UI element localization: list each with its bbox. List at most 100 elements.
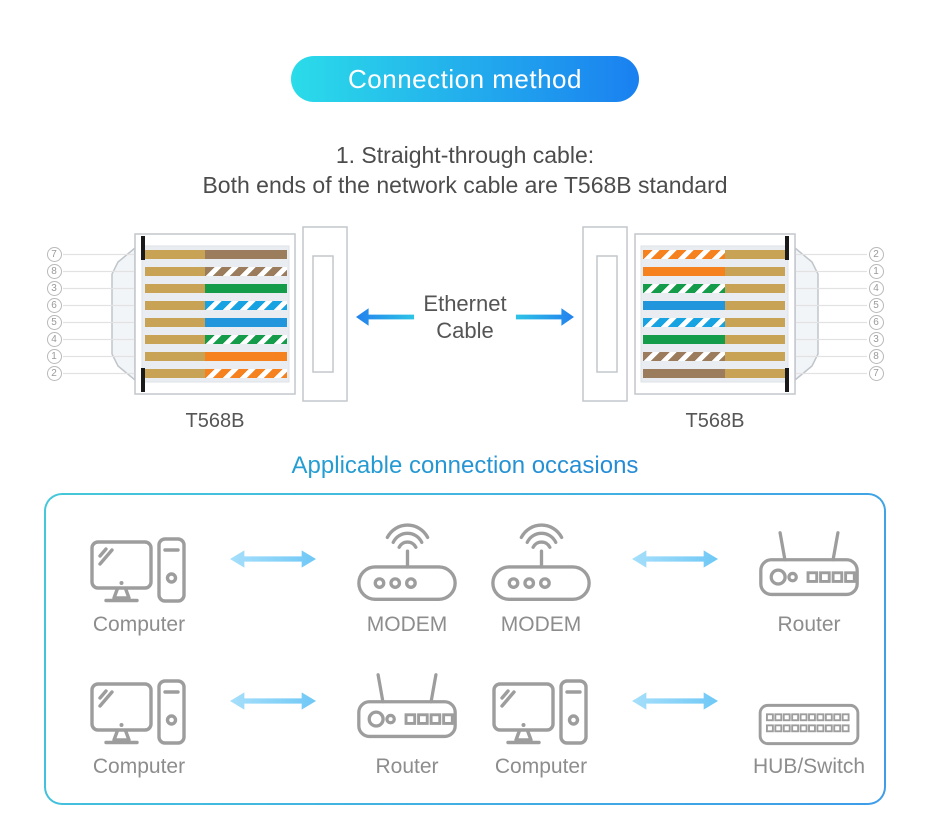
pin-number: 8 — [868, 349, 884, 364]
gold-contact — [145, 250, 205, 259]
modem-icon — [352, 517, 462, 605]
double-arrow-icon — [230, 689, 316, 713]
pin-number: 3 — [868, 332, 884, 347]
wire-orange — [643, 267, 785, 276]
standard-label: T568B — [685, 410, 745, 432]
wire-white-green — [643, 284, 785, 293]
wire-green — [643, 335, 785, 344]
subtitle-line-2: Both ends of the network cable are T568B… — [202, 172, 728, 198]
cable-label: Ethernet Cable — [423, 290, 506, 344]
device-label: MODEM — [500, 613, 582, 636]
router-icon — [756, 528, 862, 605]
gold-contact — [725, 284, 785, 293]
subtitle-line-1: 1. Straight-through cable: — [335, 142, 595, 168]
pin-number: 2 — [46, 366, 62, 381]
wire-insulation — [643, 335, 725, 344]
device-router: Router — [340, 659, 474, 779]
gold-contact — [145, 369, 205, 378]
wire-white-brown — [145, 267, 287, 276]
wire-orange — [145, 352, 287, 361]
wire-insulation — [643, 250, 725, 259]
gold-contact — [725, 352, 785, 361]
subtitle: 1. Straight-through cable: Both ends of … — [0, 140, 930, 200]
wire-insulation — [205, 284, 287, 293]
device-modem: MODEM — [474, 517, 608, 637]
wire-white-orange — [643, 250, 785, 259]
wire-white-blue — [643, 318, 785, 327]
pin-number: 5 — [868, 298, 884, 313]
wire-insulation — [205, 369, 287, 378]
gold-contact — [145, 284, 205, 293]
pair-computer-router: Computer Router — [72, 659, 474, 779]
gold-contact — [145, 318, 205, 327]
wire-insulation — [643, 369, 725, 378]
pin-number: 6 — [46, 298, 62, 313]
wire-insulation — [205, 267, 287, 276]
wire-insulation — [205, 318, 287, 327]
gold-contact — [725, 369, 785, 378]
double-arrow-icon — [230, 547, 316, 571]
wire-white-brown — [643, 352, 785, 361]
gold-contact — [145, 335, 205, 344]
occasions-title: Applicable connection occasions — [0, 452, 930, 480]
device-label: Router — [777, 613, 841, 636]
wire-brown — [643, 369, 785, 378]
device-hub-switch: HUB/Switch — [742, 659, 876, 779]
wire-insulation — [643, 352, 725, 361]
wire-blue — [145, 318, 287, 327]
wire-white-green — [145, 335, 287, 344]
double-arrow-icon — [632, 547, 718, 571]
pin-number: 5 — [46, 315, 62, 330]
wires — [145, 246, 287, 382]
computer-icon — [89, 679, 189, 747]
device-computer: Computer — [474, 659, 608, 779]
pair-computer-modem: Computer MODEM — [72, 517, 474, 637]
wire-brown — [145, 250, 287, 259]
device-label: Computer — [92, 613, 186, 636]
pin-number: 2 — [868, 247, 884, 262]
wire-insulation — [643, 284, 725, 293]
wire-insulation — [205, 352, 287, 361]
occasions-panel: Computer MODEM MODEM Router — [44, 493, 886, 805]
device-computer: Computer — [72, 517, 206, 637]
pin-number: 1 — [46, 349, 62, 364]
pin-number: 4 — [46, 332, 62, 347]
pin-number: 4 — [868, 281, 884, 296]
device-modem: MODEM — [340, 517, 474, 637]
rj45-connector-right: 2 1 4 5 6 3 8 7 T568B — [580, 226, 885, 432]
wire-blue — [643, 301, 785, 310]
router-icon — [354, 670, 460, 747]
gold-contact — [725, 318, 785, 327]
device-label: HUB/Switch — [752, 755, 866, 778]
device-router: Router — [742, 517, 876, 637]
cable-label-line-1: Ethernet — [423, 291, 507, 316]
wires — [643, 246, 785, 382]
device-computer: Computer — [72, 659, 206, 779]
gold-contact — [725, 267, 785, 276]
gold-contact — [145, 267, 205, 276]
wire-white-blue — [145, 301, 287, 310]
pin-numbers: 2 1 4 5 6 3 8 7 — [867, 246, 885, 382]
wire-green — [145, 284, 287, 293]
computer-icon — [89, 537, 189, 605]
wire-insulation — [643, 318, 725, 327]
pin-number: 1 — [868, 264, 884, 279]
gold-contact — [725, 250, 785, 259]
arrow-left-icon — [356, 308, 415, 326]
cable-label-line-2: Cable — [436, 318, 494, 343]
wire-insulation — [643, 301, 725, 310]
section-title-pill: Connection method — [291, 56, 639, 102]
wiring-diagram: 7 8 3 6 5 4 1 2 T568B Ethernet Cable 2 1 4 5 6 3 8 7 — [0, 226, 930, 438]
gold-contact — [145, 301, 205, 310]
pin-number: 8 — [46, 264, 62, 279]
occasions-grid: Computer MODEM MODEM Router — [46, 495, 884, 803]
pin-number: 7 — [868, 366, 884, 381]
arrow-right-icon — [515, 308, 574, 326]
device-label: MODEM — [366, 613, 448, 636]
pin-number: 6 — [868, 315, 884, 330]
pair-computer-hub: Computer HUB/Switch — [474, 659, 876, 779]
gold-contact — [725, 335, 785, 344]
